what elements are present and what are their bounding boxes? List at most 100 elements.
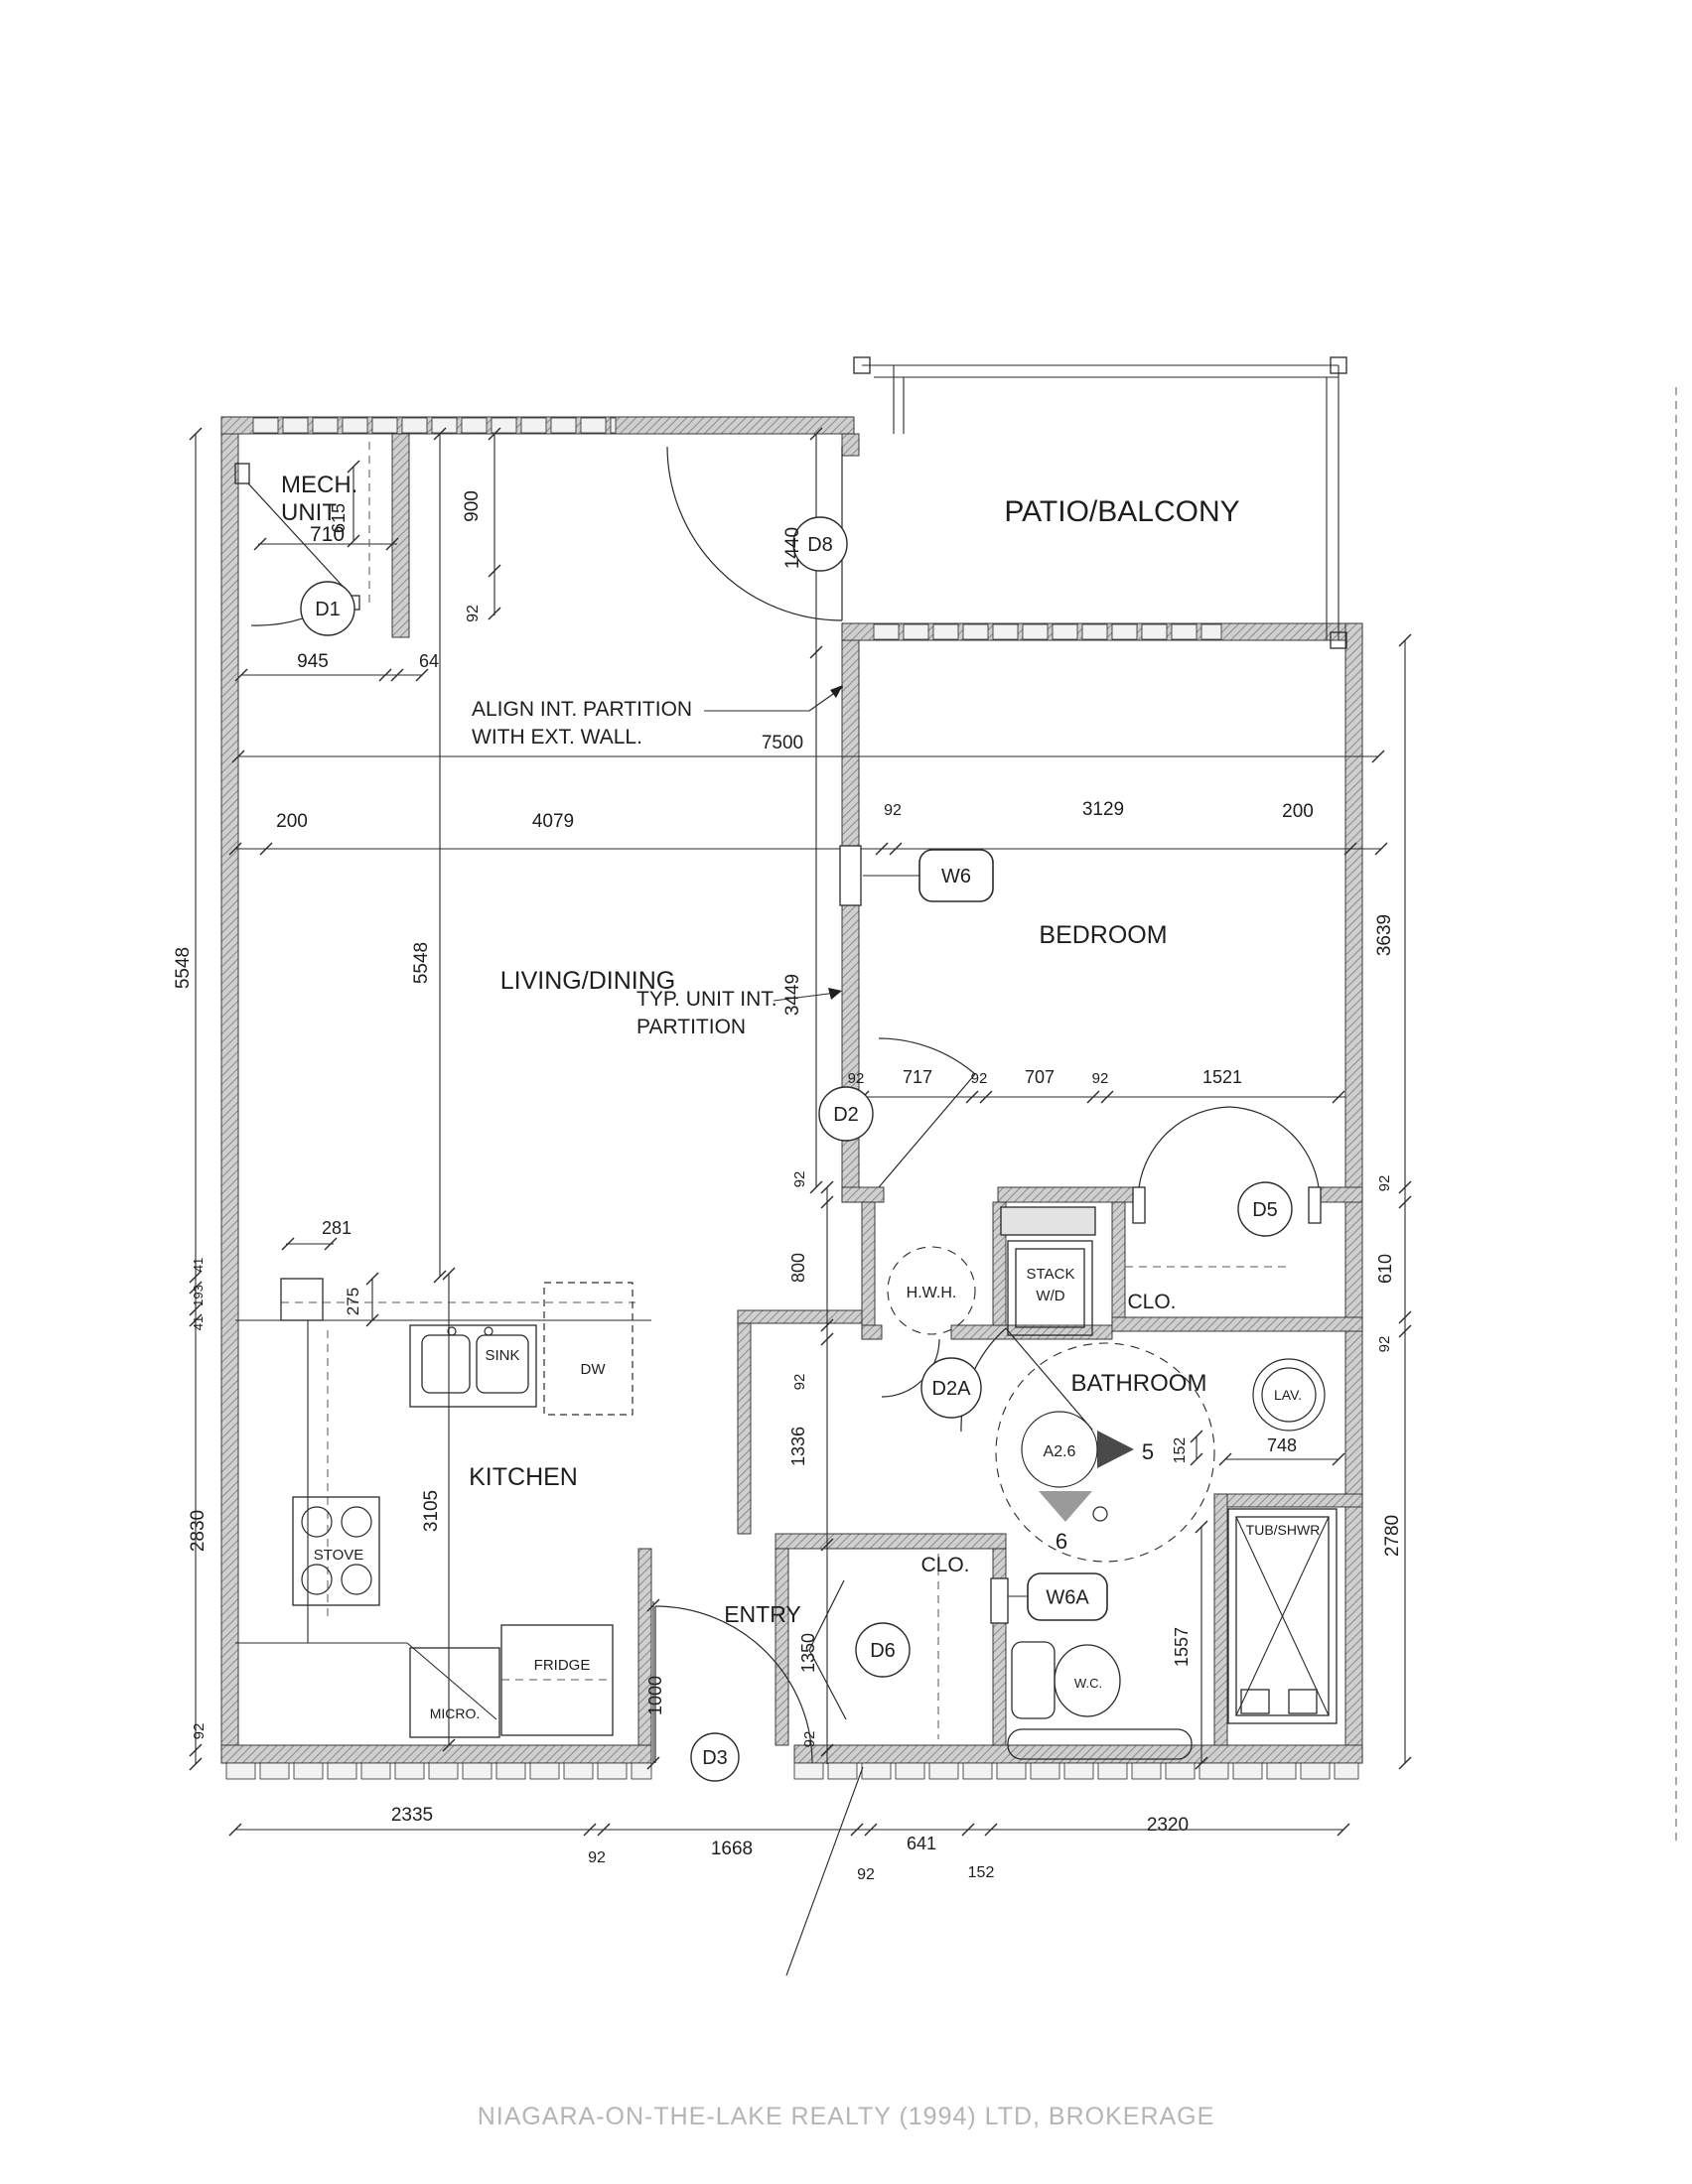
window-tile bbox=[520, 417, 547, 434]
dim-tick bbox=[809, 427, 823, 441]
dim: 92 bbox=[971, 1070, 988, 1087]
fixture-outline bbox=[1011, 1641, 1056, 1719]
fixture-stack-wd: STACK bbox=[1027, 1266, 1075, 1283]
fixture-circle bbox=[341, 1564, 372, 1595]
dim-tick bbox=[1398, 1310, 1412, 1324]
dim: 1336 bbox=[788, 1427, 808, 1466]
fixture-outline bbox=[409, 1647, 500, 1738]
dim: 92 bbox=[588, 1849, 606, 1866]
clearance-circle bbox=[995, 1342, 1215, 1563]
dim: 3105 bbox=[421, 1490, 442, 1532]
window-tile bbox=[1052, 623, 1078, 640]
fixture-outline bbox=[1007, 1728, 1193, 1760]
room-patio-balcony: PATIO/BALCONY bbox=[1004, 495, 1239, 528]
fixture-outline bbox=[409, 1324, 537, 1408]
note-align-partition: ALIGN INT. PARTITION bbox=[472, 698, 692, 721]
fixture-wc: W.C. bbox=[1074, 1676, 1102, 1691]
door-swing bbox=[1005, 1327, 1093, 1431]
fixture-hwh: H.W.H. bbox=[907, 1285, 957, 1301]
lines-layer bbox=[195, 364, 1677, 1977]
dim-tick bbox=[864, 1823, 878, 1837]
door-swing bbox=[654, 1605, 813, 1764]
dim: 748 bbox=[1267, 1435, 1297, 1455]
window-tile bbox=[401, 417, 428, 434]
room-entry: ENTRY bbox=[724, 1601, 801, 1627]
dim: 3639 bbox=[1374, 914, 1395, 956]
dim-tick bbox=[1100, 1090, 1114, 1104]
labels-layer: D1D8D2D2AD5D6D3W6W6AMECH.UNIT710PATIO/BA… bbox=[173, 472, 1403, 1883]
plan-line bbox=[773, 992, 837, 1002]
dim-tick bbox=[1195, 1756, 1208, 1770]
window-tile bbox=[1300, 1762, 1331, 1780]
window-tile bbox=[394, 1762, 425, 1780]
dim-tick bbox=[583, 1823, 597, 1837]
wall bbox=[997, 1186, 1134, 1203]
fixture-outline bbox=[292, 1496, 380, 1606]
window-tile bbox=[293, 1762, 324, 1780]
fixture-sink: SINK bbox=[485, 1347, 519, 1364]
dim-tick bbox=[646, 1598, 660, 1612]
wall bbox=[1320, 1186, 1363, 1203]
door-tag-d6-circle bbox=[855, 1622, 911, 1678]
dim-tick bbox=[415, 668, 429, 682]
dim-tick bbox=[488, 607, 501, 620]
window-tile bbox=[861, 1762, 892, 1780]
fixture-dishwasher: DW bbox=[581, 1361, 607, 1378]
dim-tick bbox=[324, 1237, 338, 1251]
walls-layer bbox=[220, 416, 1363, 1764]
window-tile bbox=[932, 623, 959, 640]
door-tag-d2a: D2A bbox=[932, 1378, 972, 1400]
dim: 41 bbox=[191, 1316, 206, 1330]
dim: 281 bbox=[322, 1218, 352, 1238]
window-tile bbox=[1030, 1762, 1060, 1780]
wall bbox=[1111, 1201, 1126, 1332]
window-tile bbox=[1266, 1762, 1297, 1780]
door-swing bbox=[808, 1579, 847, 1720]
dim-tick bbox=[347, 460, 360, 474]
window-tile bbox=[996, 1762, 1027, 1780]
door-swing bbox=[1228, 1106, 1320, 1188]
dim-tick bbox=[231, 750, 245, 763]
dim-tick bbox=[442, 1267, 456, 1281]
window-tile bbox=[327, 1762, 357, 1780]
window-tile bbox=[225, 1762, 256, 1780]
window-tag-w6a-box bbox=[1027, 1572, 1108, 1621]
door-tag-d3: D3 bbox=[702, 1747, 728, 1769]
dim: 193 bbox=[191, 1285, 206, 1306]
window-tile bbox=[550, 417, 577, 434]
note-typ-partition-2: PARTITION bbox=[636, 1016, 746, 1038]
door-tag-d1: D1 bbox=[315, 599, 341, 620]
dim: 92 bbox=[791, 1374, 808, 1391]
fixture-circle bbox=[1252, 1358, 1326, 1432]
dim: 92 bbox=[848, 1070, 865, 1087]
dim: 2320 bbox=[1147, 1815, 1189, 1836]
dim: 1350 bbox=[798, 1633, 818, 1673]
dim: 1521 bbox=[1202, 1067, 1242, 1087]
dim: 92 bbox=[857, 1866, 875, 1883]
dim-tick bbox=[234, 668, 248, 682]
fixture-outline bbox=[853, 356, 871, 374]
dim-tick bbox=[820, 1743, 834, 1757]
room-living-dining: LIVING/DINING bbox=[500, 967, 675, 995]
fixture-microwave: MICRO. bbox=[430, 1706, 481, 1721]
door-tag-d1-circle bbox=[300, 581, 355, 636]
plan-line bbox=[406, 1642, 497, 1720]
dim-tick bbox=[189, 1270, 203, 1284]
window-tile bbox=[962, 623, 989, 640]
fixture-circle bbox=[301, 1564, 333, 1595]
window-tile bbox=[1097, 1762, 1128, 1780]
window-tile bbox=[827, 1762, 858, 1780]
fixture-stove: STOVE bbox=[314, 1547, 364, 1564]
wall bbox=[220, 416, 239, 1764]
room-bedroom: BEDROOM bbox=[1039, 921, 1167, 949]
window-tile bbox=[252, 417, 279, 434]
dim: 641 bbox=[907, 1834, 936, 1853]
window-tile bbox=[903, 623, 929, 640]
dim: 3449 bbox=[782, 974, 803, 1016]
fixture-circle bbox=[301, 1506, 333, 1538]
marker-arrow bbox=[1039, 1491, 1092, 1522]
dim: 717 bbox=[903, 1067, 932, 1087]
dim-tick bbox=[281, 1237, 295, 1251]
window-tile bbox=[1200, 623, 1222, 640]
